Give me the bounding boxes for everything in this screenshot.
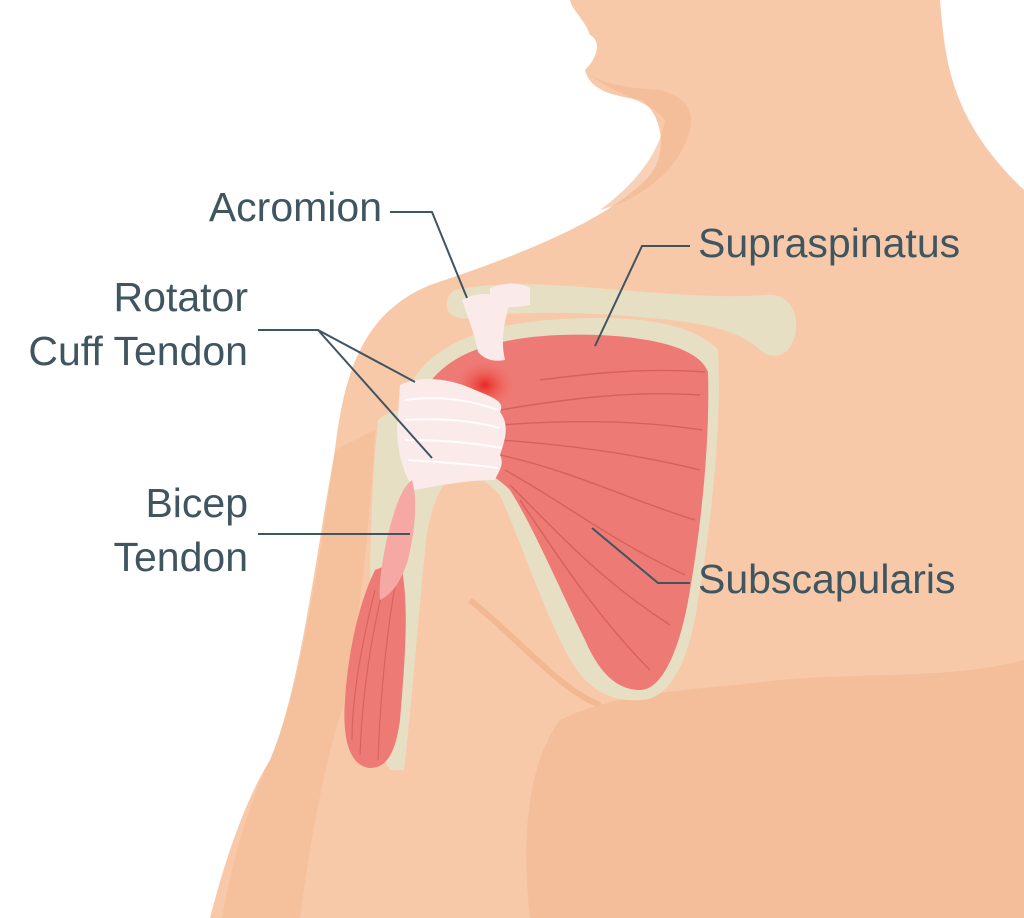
subscapularis-label-text: Subscapularis	[698, 556, 956, 602]
leader-lines	[258, 211, 690, 584]
subscapularis-leader	[591, 527, 690, 584]
label-acromion: Acromion	[209, 180, 382, 234]
rotator-cuff-label-line1: Rotator	[113, 274, 248, 320]
supraspinatus-label-text: Supraspinatus	[698, 220, 961, 266]
acromion-leader	[390, 211, 468, 299]
acromion-ligament	[462, 294, 510, 361]
clavicle-ligament	[490, 283, 530, 308]
clavicle-bone	[446, 284, 797, 356]
rotator-cuff-leader-bottom	[317, 329, 433, 459]
arm-shadow	[222, 430, 375, 918]
chest-contour	[468, 597, 602, 708]
label-subscapularis: Subscapularis	[698, 552, 956, 606]
label-supraspinatus: Supraspinatus	[698, 216, 960, 270]
muscle-fibers	[499, 369, 706, 671]
bicep-label-line1: Bicep	[145, 480, 248, 526]
neck-shadow	[585, 70, 691, 210]
bicep-fibers	[351, 579, 396, 761]
acromion-label-text: Acromion	[208, 184, 382, 230]
rotator-cuff-label-line2: Cuff Tendon	[28, 328, 248, 375]
label-bicep-tendon: Bicep Tendon	[113, 476, 248, 584]
supraspinatus-leader	[594, 245, 690, 347]
label-rotator-cuff-tendon: Rotator Cuff Tendon	[28, 270, 248, 378]
bicep-label-line2: Tendon	[113, 534, 248, 581]
bicep-tendon	[379, 480, 416, 600]
chest-shadow	[526, 660, 1024, 918]
rotator-cuff-tendon	[397, 378, 506, 490]
